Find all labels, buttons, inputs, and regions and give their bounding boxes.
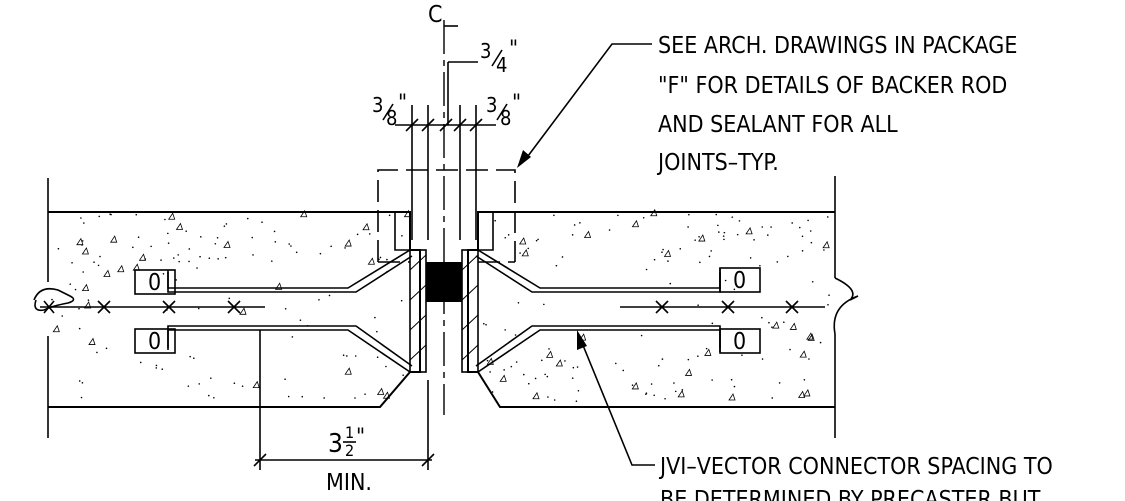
sealant-block (426, 262, 462, 302)
right-gap-den: 8 (500, 106, 511, 130)
left-gap-num: 3 (372, 93, 383, 117)
sealant-note-leader (517, 43, 652, 168)
bottom-length-whole: 3 (328, 429, 343, 459)
concrete-speckle (51, 208, 830, 403)
top-gap-num: 3 (480, 39, 491, 63)
vector-connector-left: 0 0 (40, 249, 413, 373)
bottom-length-den: 2 (345, 441, 354, 460)
right-gap-unit: " (512, 91, 521, 116)
bottom-length-unit: " (356, 425, 365, 450)
dimension-left-gap: 3 8 " (372, 91, 407, 130)
top-gap-den: 4 (496, 53, 507, 77)
top-gap-unit: " (509, 37, 518, 62)
connector-note-line-1: JVI–VECTOR CONNECTOR SPACING TO (658, 454, 1053, 480)
top-dimensions (395, 61, 496, 240)
vector-connector-right: 0 0 (475, 249, 825, 373)
centerline-symbol: C (428, 2, 442, 28)
rebar-marks (43, 300, 799, 314)
bolt-symbol-left-bottom: 0 (148, 329, 161, 355)
connector-note-leader (577, 330, 655, 466)
connector-note-line-2: BE DETERMINED BY PRECASTER BUT (660, 487, 1041, 501)
sealant-note: SEE ARCH. DRAWINGS IN PACKAGE "F" FOR DE… (656, 33, 1017, 176)
sealant-note-line-4: JOINTS–TYP. (656, 150, 779, 176)
embed-plate-left (409, 249, 427, 373)
bolt-symbol-right-top: 0 (733, 268, 746, 294)
left-gap-den: 8 (386, 106, 397, 130)
sealant-note-line-3: AND SEALANT FOR ALL (658, 112, 898, 138)
left-panel (33, 178, 421, 438)
bottom-min-label: MIN. (326, 470, 372, 496)
sealant-note-line-1: SEE ARCH. DRAWINGS IN PACKAGE (658, 33, 1017, 59)
bolt-symbol-left-top: 0 (148, 270, 161, 296)
connector-note: JVI–VECTOR CONNECTOR SPACING TO BE DETER… (658, 454, 1053, 501)
sealant-outline (377, 169, 516, 263)
centerline: C (428, 2, 458, 415)
bottom-dimension: 3 1 2 " MIN. (253, 330, 435, 496)
left-gap-unit: " (398, 91, 407, 116)
right-panel (467, 176, 859, 438)
dimension-right-gap: 3 8 " (486, 91, 521, 130)
dimension-top-gap: 3 4 " (480, 37, 518, 77)
bottom-length-num: 1 (345, 423, 354, 442)
right-gap-num: 3 (486, 93, 497, 117)
sealant-note-line-2: "F" FOR DETAILS OF BACKER ROD (658, 73, 1007, 99)
bolt-symbol-right-bottom: 0 (733, 329, 746, 355)
embed-plate-right (461, 249, 479, 373)
